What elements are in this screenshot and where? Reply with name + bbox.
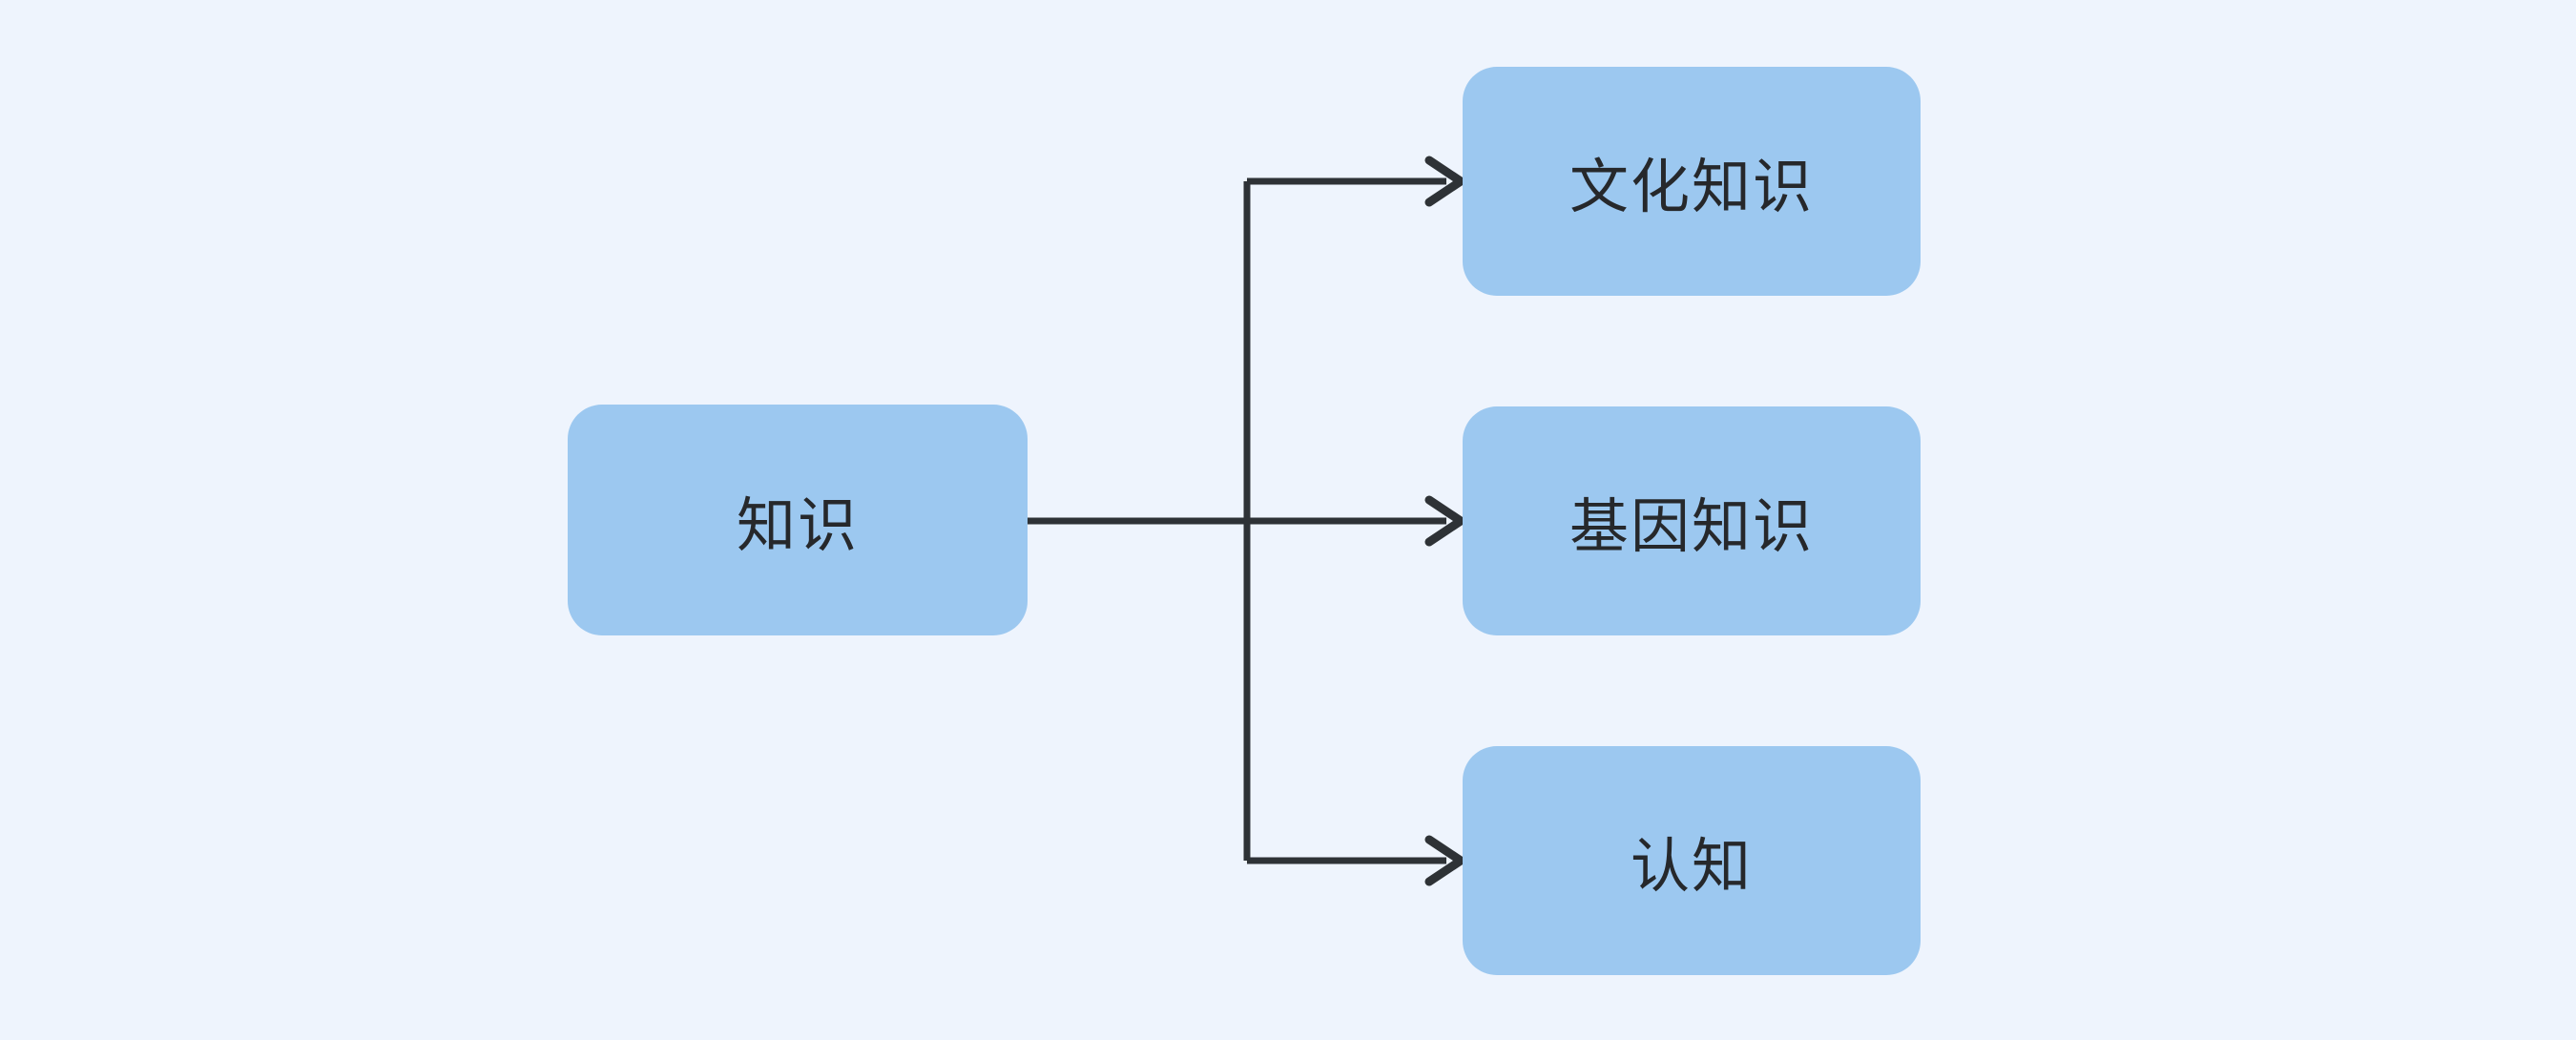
child-node-label: 基因知识 — [1568, 494, 1814, 560]
child-node-label: 文化知识 — [1568, 155, 1814, 220]
arrowhead-cognition — [1424, 835, 1465, 886]
child-node-cognition[interactable]: 认知 — [1463, 746, 1921, 975]
arrowhead-culture-knowledge — [1424, 156, 1465, 207]
root-node-knowledge[interactable]: 知识 — [568, 405, 1028, 635]
child-node-culture-knowledge[interactable]: 文化知识 — [1463, 67, 1921, 296]
child-node-label: 认知 — [1630, 834, 1753, 900]
child-node-gene-knowledge[interactable]: 基因知识 — [1463, 406, 1921, 635]
arrowhead-gene-knowledge — [1424, 495, 1465, 547]
root-node-label: 知识 — [736, 493, 859, 559]
